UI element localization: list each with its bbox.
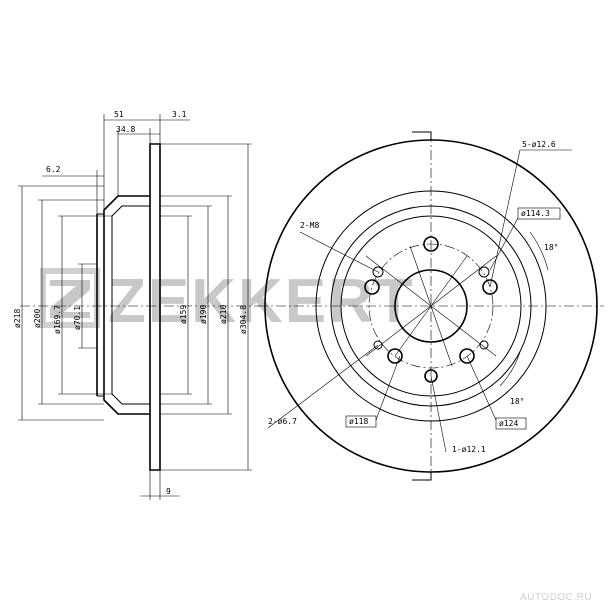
dim-6-2: 6.2	[46, 165, 61, 174]
hat-section	[103, 195, 150, 415]
zekkert-emblem	[40, 268, 100, 328]
dim-34-8: 34.8	[116, 125, 135, 134]
dim-small-holes: 2-ø6.7	[268, 417, 297, 426]
dim-single-hole: 1-ø12.1	[452, 445, 486, 454]
brand-wordmark: ZEKKERT	[108, 267, 415, 336]
dim-dia-118: ø118	[349, 417, 368, 426]
dim-dia-70-1: ø70.1	[73, 306, 82, 330]
brand-logo: ZEKKERT	[40, 267, 415, 336]
dim-dia-124: ø124	[499, 419, 518, 428]
dim-dia-200: ø200	[33, 309, 42, 328]
dim-threads: 2-M8	[300, 221, 319, 230]
front-view: 5-ø12.6 ø114.3 18° 2-M8 2-ø6.7 ø118 ø124…	[258, 131, 604, 481]
dim-dia-210: ø210	[219, 305, 228, 324]
small-hole	[373, 340, 383, 350]
bolt-hole	[387, 348, 403, 364]
center-bore	[394, 269, 468, 343]
small-hole	[479, 340, 489, 350]
thread-hole	[478, 266, 490, 278]
thread-hole	[372, 266, 384, 278]
hat-inner-edge	[340, 215, 522, 397]
dim-dia-190: ø190	[199, 305, 208, 324]
dim-angle-18-top: 18°	[544, 243, 558, 252]
bolt-hole	[482, 279, 498, 295]
dim-dia-304-8: ø304.8	[239, 305, 248, 334]
hat-inner	[111, 205, 150, 405]
dim-9: 9	[166, 487, 171, 496]
single-hole	[424, 369, 438, 383]
watermark-text: AUTODOC.RU	[520, 592, 592, 603]
dim-3-1: 3.1	[172, 110, 187, 119]
dim-angle-18-bottom: 18°	[510, 397, 524, 406]
side-section-view: 51 34.8 3.1 6.2 9 ø218 ø200 ø169.7 ø70.1	[13, 110, 260, 500]
bolt-hole	[459, 348, 475, 364]
dim-pcd: ø114.3	[521, 209, 550, 218]
bolt-hole	[364, 279, 380, 295]
dim-dia-159: ø159	[179, 305, 188, 324]
bolt-hole	[423, 236, 439, 252]
dim-5-holes: 5-ø12.6	[522, 140, 556, 149]
dim-dia-218: ø218	[13, 309, 22, 328]
dim-51: 51	[114, 110, 124, 119]
dim-dia-169-7: ø169.7	[53, 305, 62, 334]
